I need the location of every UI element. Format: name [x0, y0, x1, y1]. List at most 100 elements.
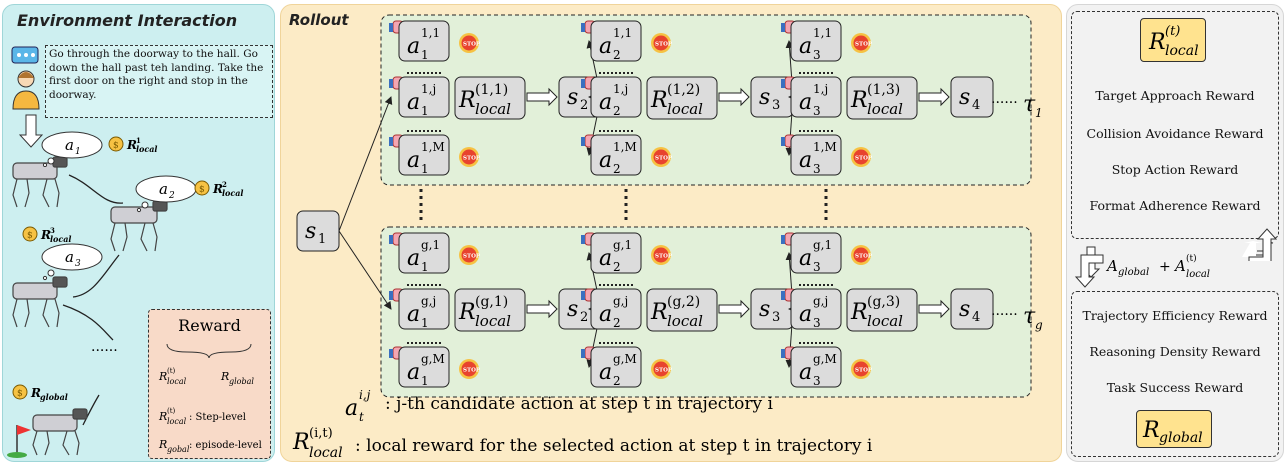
- robot-4: [32, 408, 88, 456]
- legend-action-sup: i,j: [359, 388, 371, 402]
- global-reward-list: Trajectory Efficiency Reward Reasoning D…: [1071, 291, 1279, 457]
- svg-text:A: A: [1173, 257, 1186, 275]
- svg-text:global: global: [1118, 267, 1149, 278]
- action-sup: 1,j: [613, 82, 628, 96]
- stop-sign-label: STOP: [655, 254, 672, 260]
- action-symbol: a: [407, 302, 420, 327]
- action-sup: 1,1: [613, 26, 632, 40]
- action-symbol: a: [599, 360, 612, 385]
- thought-bubble-3: a 3: [41, 243, 103, 281]
- svg-text:global: global: [1159, 430, 1203, 446]
- reward-box-1-1: R(1,2)local: [646, 76, 718, 120]
- stop-sign-label: STOP: [655, 156, 672, 162]
- svg-text:1: 1: [136, 136, 141, 145]
- arrow-g-2: [918, 299, 950, 319]
- reward-sub: local: [867, 312, 903, 330]
- global-reward-item-3: Task Success Reward: [1106, 380, 1244, 395]
- action-sup: 1,1: [813, 26, 832, 40]
- stop-sign-label: STOP: [855, 42, 872, 48]
- svg-text:R: R: [220, 370, 229, 383]
- stop-sign-label: STOP: [855, 368, 872, 374]
- tau-g: τ: [1023, 304, 1036, 329]
- action-sub: 1: [421, 374, 429, 388]
- legend-reward-sub: local: [309, 445, 343, 461]
- down-arrow-icon: [19, 114, 43, 148]
- action-sub: 3: [813, 48, 821, 62]
- reward-symbol: R: [458, 300, 476, 325]
- action-symbol: a: [599, 302, 612, 327]
- svg-text:local: local: [167, 417, 187, 426]
- instruction-box: Go through the doorway to the hall. Go d…: [45, 45, 273, 118]
- traj-dots-1: ......: [991, 91, 1018, 107]
- state-symbol: s: [759, 85, 770, 110]
- action-sup: 1,M: [613, 140, 637, 154]
- arrow-g-0: [526, 299, 558, 319]
- stop-sign-label: STOP: [655, 368, 672, 374]
- svg-text:$: $: [199, 185, 205, 195]
- reward-sup: (1,1): [475, 82, 508, 98]
- svg-text:R: R: [40, 228, 51, 242]
- arrow-1-1: [718, 87, 750, 107]
- reward-box-content: R (t) local R global R (t) local : Step-…: [158, 343, 262, 454]
- svg-text:$: $: [113, 141, 119, 151]
- stop-sign-label: STOP: [855, 156, 872, 162]
- svg-text:local: local: [1186, 269, 1210, 280]
- action-sup: 1,1: [421, 26, 440, 40]
- action-sup: g,1: [813, 238, 832, 252]
- local-reward-chip: R (t) local: [1140, 18, 1206, 62]
- state-symbol: s: [567, 85, 578, 110]
- tau-sub-g: g: [1035, 318, 1043, 332]
- action-symbol: a: [407, 148, 420, 173]
- action-symbol: a: [799, 148, 812, 173]
- stop-top-1-1: STOP: [651, 33, 672, 53]
- action-sup: g,M: [421, 352, 445, 366]
- action-symbol: a: [799, 90, 812, 115]
- svg-text:local: local: [50, 234, 71, 244]
- action-sub: 2: [613, 374, 621, 388]
- action-symbol: a: [799, 302, 812, 327]
- stop-top-1-0: STOP: [459, 33, 480, 53]
- state-sub: 4: [972, 98, 980, 113]
- action-sup: g,j: [613, 294, 628, 308]
- reward-sup: (g,1): [475, 294, 508, 310]
- svg-text:local: local: [1165, 43, 1199, 59]
- global-reward-chip-symbol: R global: [1142, 418, 1203, 446]
- local-reward-item-3: Stop Action Reward: [1111, 162, 1239, 177]
- action-sub: 3: [813, 104, 821, 118]
- svg-text:$: $: [27, 231, 33, 241]
- local-reward-chip-symbol: R (t) local: [1148, 24, 1199, 59]
- corner-arrow-down-icon: [1074, 254, 1104, 288]
- stop-sign-label: STOP: [463, 254, 480, 260]
- svg-text:R: R: [30, 386, 41, 400]
- svg-text:(t): (t): [1165, 24, 1180, 39]
- reward-box-1-2: R(1,3)local: [846, 76, 918, 120]
- stop-sign-label: STOP: [655, 42, 672, 48]
- action-symbol: a: [599, 246, 612, 271]
- thought-bubble-1: a 1: [41, 131, 103, 167]
- action-sub: 3: [813, 162, 821, 176]
- corner-arrow-up-icon: [1248, 228, 1278, 261]
- svg-text:a: a: [65, 248, 74, 266]
- local-reward-item-1: Target Approach Reward: [1095, 88, 1255, 103]
- local-reward-item-2: Collision Avoidance Reward: [1086, 126, 1264, 141]
- state-symbol: s: [305, 219, 316, 244]
- svg-text:(t): (t): [167, 407, 176, 415]
- arrow-1-0: [526, 87, 558, 107]
- stop-top-1-2: STOP: [851, 33, 872, 53]
- svg-text:local: local: [136, 144, 157, 154]
- action-sub: 1: [421, 162, 429, 176]
- stop-sign-label: STOP: [463, 368, 480, 374]
- svg-text:: Step-level: : Step-level: [189, 412, 246, 423]
- svg-text:global: global: [40, 392, 68, 402]
- action-symbol: a: [799, 34, 812, 59]
- stop-bot-1-2: STOP: [851, 147, 872, 167]
- action-sup: 1,M: [421, 140, 445, 154]
